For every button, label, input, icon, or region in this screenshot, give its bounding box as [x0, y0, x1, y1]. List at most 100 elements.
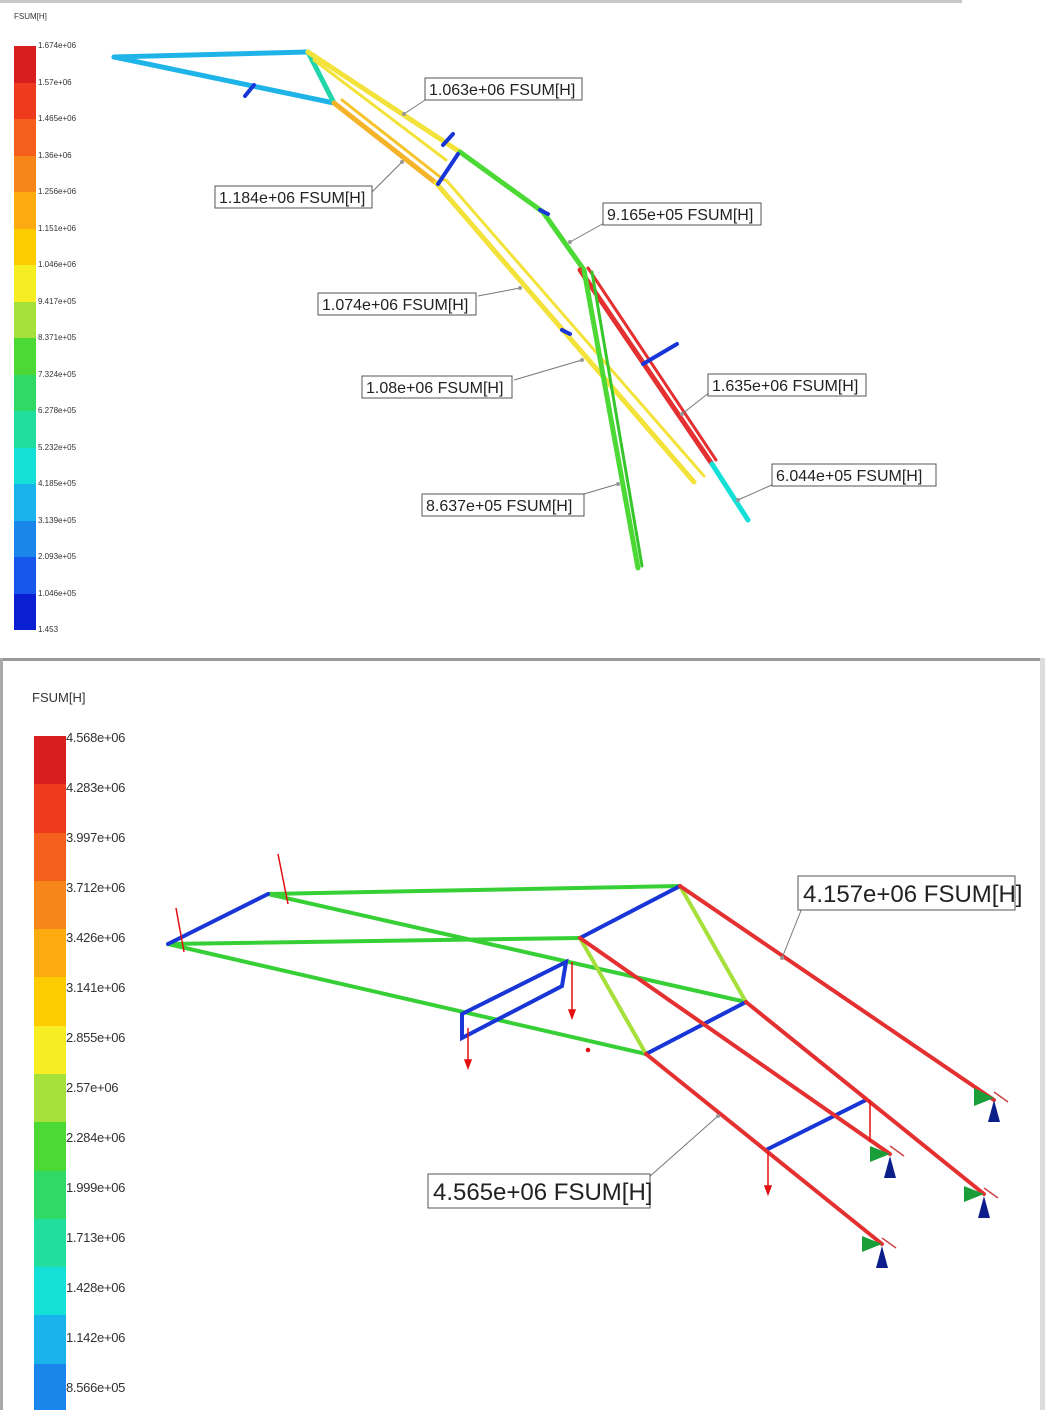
beam[interactable] — [641, 342, 679, 366]
beam[interactable] — [678, 884, 996, 1102]
color-scale-cell — [14, 557, 36, 594]
color-scale-tick-label: 3.141e+06 — [66, 980, 126, 995]
color-scale-cell — [14, 520, 36, 557]
color-scale-cell — [34, 1170, 66, 1219]
beam[interactable] — [577, 267, 715, 467]
color-scale-tick-label: 1.142e+06 — [66, 1330, 126, 1345]
beam[interactable] — [709, 461, 751, 523]
beam[interactable] — [581, 267, 641, 571]
color-scale-tick-label: 1.428e+06 — [66, 1280, 126, 1295]
beam[interactable] — [644, 1000, 748, 1056]
color-scale-tick-label: 1.256e+06 — [38, 187, 77, 196]
beam[interactable] — [243, 83, 256, 98]
beam[interactable] — [111, 49, 311, 60]
color-scale-cell — [34, 1363, 66, 1410]
beam[interactable] — [166, 936, 582, 946]
color-scale-cell — [34, 1073, 66, 1123]
color-scale-tick-label: 2.284e+06 — [66, 1130, 126, 1145]
color-scale-cell — [34, 1315, 66, 1364]
beam[interactable] — [586, 266, 718, 462]
color-scale-cell — [14, 593, 36, 630]
color-scale-tick-label: 9.417e+05 — [38, 296, 77, 306]
color-scale-tick-label: 1.999e+06 — [66, 1180, 126, 1195]
beam[interactable] — [540, 209, 587, 273]
color-scale-cell — [34, 1267, 66, 1316]
color-scale-cell — [34, 977, 66, 1026]
legend-title: FSUM[H] — [32, 690, 86, 705]
beam[interactable] — [457, 149, 546, 215]
beam[interactable] — [578, 884, 682, 940]
color-scale-cell — [34, 736, 66, 785]
color-scale-cell — [14, 338, 36, 375]
viewport-border — [0, 0, 962, 3]
color-scale-cell — [14, 265, 36, 302]
beam[interactable] — [436, 152, 460, 186]
color-scale-tick-label: 8.371e+05 — [38, 333, 77, 342]
color-scale-cell — [14, 484, 36, 521]
beam[interactable] — [644, 1052, 884, 1246]
color-scale-tick-label: 5.232e+05 — [38, 442, 77, 452]
color-scale-cell — [14, 46, 36, 83]
beam[interactable] — [744, 1000, 986, 1196]
annotation-label: 1.184e+06 FSUM[H] — [219, 190, 365, 207]
beam[interactable] — [578, 936, 648, 1056]
annotation-label: 1.063e+06 FSUM[H] — [429, 82, 575, 99]
annotation-label: 6.044e+05 FSUM[H] — [776, 468, 922, 485]
color-scale-tick-label: 1.151e+06 — [38, 223, 77, 233]
color-scale-tick-label: 4.185e+05 — [38, 479, 77, 488]
beam[interactable] — [764, 1098, 868, 1152]
viewport-border — [0, 658, 1045, 661]
beam[interactable] — [166, 892, 270, 946]
color-scale-cell — [14, 155, 36, 192]
beam[interactable] — [111, 54, 337, 106]
color-scale-tick-label: 8.566e+05 — [66, 1380, 126, 1395]
beam[interactable] — [578, 936, 892, 1156]
color-scale-cell — [14, 301, 36, 338]
beam[interactable] — [305, 49, 463, 155]
color-scale-cell — [34, 929, 66, 978]
color-scale-tick-label: 1.57e+06 — [38, 77, 72, 87]
color-scale-tick-label: 1.674e+06 — [38, 41, 77, 50]
annotation-label: 4.565e+06 FSUM[H] — [433, 1179, 652, 1206]
beam[interactable] — [166, 942, 648, 1056]
color-scale-tick-label: 7.324e+05 — [38, 369, 77, 379]
color-scale-tick-label: 1.36e+06 — [38, 150, 72, 160]
beam[interactable] — [331, 100, 439, 186]
annotation-label: 8.637e+05 FSUM[H] — [426, 498, 572, 515]
annotation-label: 1.08e+06 FSUM[H] — [366, 380, 503, 397]
beam[interactable] — [560, 328, 572, 336]
legend-title: FSUM[H] — [14, 12, 47, 21]
color-scale-tick-label: 2.855e+06 — [66, 1030, 126, 1045]
beam[interactable] — [444, 178, 706, 478]
color-scale-tick-label: 2.093e+05 — [38, 552, 77, 561]
beam[interactable] — [266, 884, 682, 896]
color-scale-cell — [14, 82, 36, 119]
beam[interactable] — [538, 208, 550, 216]
beam[interactable] — [305, 49, 337, 106]
color-scale-cell — [34, 832, 66, 881]
annotation-label: 1.635e+06 FSUM[H] — [712, 378, 858, 395]
beam-model-view[interactable]: 1.063e+06 FSUM[H] 1.184e+06 FSUM[H] 9.16… — [0, 0, 1045, 640]
color-scale-tick-label: 1.713e+06 — [66, 1230, 126, 1245]
beam[interactable] — [266, 892, 748, 1004]
beam[interactable] — [441, 132, 455, 147]
color-scale-bar — [14, 46, 36, 630]
color-scale-cell — [34, 1025, 66, 1074]
viewport-border — [1040, 658, 1045, 1410]
color-scale-bar — [34, 736, 66, 1410]
beam[interactable] — [460, 958, 569, 1042]
beam[interactable] — [312, 58, 448, 162]
beam-model-view[interactable]: 4.157e+06 FSUM[H] 4.565e+06 FSUM[H] — [0, 658, 1045, 1410]
color-scale-tick-label: 3.426e+06 — [66, 930, 126, 945]
color-scale-tick-label: 1.453 — [38, 625, 59, 634]
annotation-label: 4.157e+06 FSUM[H] — [803, 881, 1022, 908]
color-scale-tick-label: 1.046e+06 — [38, 260, 77, 269]
beam[interactable] — [678, 884, 748, 1004]
beam[interactable] — [340, 98, 446, 182]
beam[interactable] — [590, 270, 644, 568]
color-scale-cell — [14, 447, 36, 484]
color-scale-tick-label: 2.57e+06 — [66, 1080, 119, 1095]
color-scale-tick-label: 4.283e+06 — [66, 780, 126, 795]
